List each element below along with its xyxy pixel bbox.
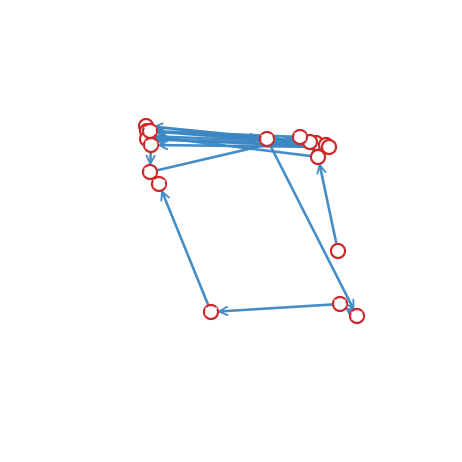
node-circle — [329, 242, 347, 260]
edge-9-to-10 — [157, 145, 324, 147]
edge-17-to-18 — [162, 190, 210, 307]
node-label: 16 — [333, 298, 347, 311]
node-label: 5 — [307, 136, 314, 149]
node-label: 14 — [260, 133, 274, 146]
edge-13-to-14 — [155, 130, 261, 139]
node-0: 0 — [329, 242, 347, 260]
node-9: 9 — [320, 138, 338, 156]
edge-16-to-17 — [217, 303, 335, 311]
node-label: 1 — [315, 151, 322, 164]
node-14: 14 — [258, 130, 276, 148]
node-label: 12 — [293, 131, 307, 144]
node-label: 11 — [143, 166, 157, 179]
node-label: 18 — [152, 178, 166, 191]
node-label: 13 — [143, 125, 157, 138]
node-12: 12 — [291, 128, 309, 146]
edge-0-to-1 — [320, 163, 338, 246]
node-13: 13 — [141, 122, 159, 140]
node-circle — [348, 307, 366, 325]
edge-layer — [150, 127, 353, 312]
node-circle — [258, 130, 276, 148]
node-11: 11 — [141, 163, 159, 181]
node-circle — [141, 163, 159, 181]
node-15: 15 — [348, 307, 366, 325]
node-label: 0 — [335, 245, 342, 258]
node-18: 18 — [150, 175, 168, 193]
edge-14-to-15 — [268, 143, 355, 311]
node-circle — [150, 175, 168, 193]
node-17: 17 — [202, 303, 220, 321]
node-label: 9 — [326, 141, 333, 154]
node-circle — [331, 295, 349, 313]
node-16: 16 — [331, 295, 349, 313]
node-circle — [291, 128, 309, 146]
node-label: 15 — [350, 310, 364, 323]
node-circle — [141, 122, 159, 140]
node-label: 10 — [144, 139, 158, 152]
node-circle — [202, 303, 220, 321]
node-label: 17 — [204, 306, 218, 319]
node-layer: 0123456789101112131415161718 — [137, 117, 366, 325]
node-circle — [320, 138, 338, 156]
node-10: 10 — [142, 136, 160, 154]
